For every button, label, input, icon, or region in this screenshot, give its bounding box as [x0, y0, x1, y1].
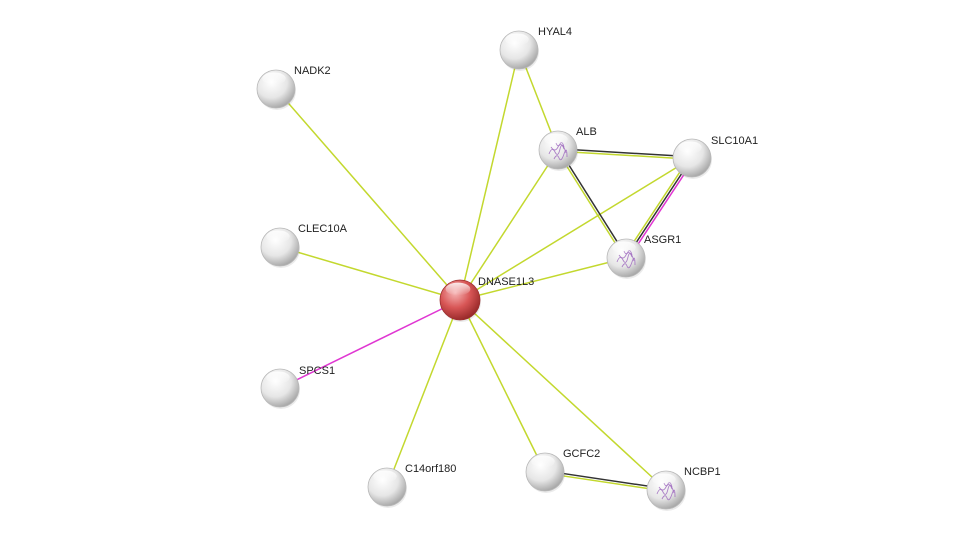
edge-line-textmining [544, 472, 666, 492]
node-label-c14orf180: C14orf180 [405, 463, 456, 475]
edge-line-experimental [627, 158, 695, 260]
edge-dnase1l3-nadk2[interactable] [275, 88, 461, 301]
edge-dnase1l3-gcfc2[interactable] [459, 299, 546, 473]
node-spcs1[interactable]: SPCS1 [260, 365, 335, 409]
node-c14orf180[interactable]: C14orf180 [367, 463, 456, 508]
node-label-nadk2: NADK2 [294, 65, 331, 77]
node-highlight [612, 241, 636, 254]
edge-line-textmining [459, 299, 546, 473]
node-label-asgr1: ASGR1 [644, 234, 681, 246]
node-dnase1l3[interactable]: DNASE1L3 [439, 276, 534, 322]
node-highlight [262, 72, 286, 85]
edge-alb-asgr1[interactable] [556, 148, 628, 260]
node-highlight [652, 473, 676, 486]
edge-dnase1l3-slc10a1[interactable] [459, 157, 693, 301]
edge-dnase1l3-c14orf180[interactable] [386, 299, 461, 488]
edge-line-textmining [459, 49, 520, 301]
edge-dnase1l3-alb[interactable] [459, 149, 559, 301]
node-label-slc10a1: SLC10A1 [711, 135, 758, 147]
edge-line-coexpression [545, 470, 667, 490]
node-slc10a1[interactable]: SLC10A1 [672, 135, 758, 179]
node-ncbp1[interactable]: NCBP1 [646, 466, 721, 511]
edge-line-textmining [557, 150, 692, 160]
edge-line-experimental [279, 299, 461, 389]
node-gcfc2[interactable]: GCFC2 [525, 448, 600, 493]
edge-dnase1l3-spcs1[interactable] [279, 299, 461, 389]
node-label-ncbp1: NCBP1 [684, 466, 721, 478]
node-highlight [445, 282, 471, 296]
node-label-hyal4: HYAL4 [538, 26, 572, 38]
node-label-spcs1: SPCS1 [299, 365, 335, 377]
node-label-gcfc2: GCFC2 [563, 448, 600, 460]
edge-alb-slc10a1[interactable] [557, 148, 693, 160]
edge-line-textmining [459, 299, 667, 491]
node-alb[interactable]: ALB [538, 126, 597, 171]
edge-dnase1l3-asgr1[interactable] [459, 257, 627, 301]
edge-dnase1l3-clec10a[interactable] [279, 246, 461, 301]
node-highlight [505, 33, 529, 46]
edge-line-coexpression [558, 148, 693, 158]
node-asgr1[interactable]: ASGR1 [606, 234, 681, 279]
edge-line-textmining [279, 246, 461, 301]
node-highlight [531, 455, 555, 468]
edge-line-textmining [459, 157, 693, 301]
node-highlight [678, 141, 702, 154]
node-highlight [544, 133, 568, 146]
node-label-dnase1l3: DNASE1L3 [478, 276, 534, 288]
edge-line-coexpression [558, 148, 628, 258]
node-highlight [373, 470, 397, 483]
edge-line-textmining [623, 156, 691, 258]
edge-gcfc2-ncbp1[interactable] [544, 470, 667, 492]
edge-dnase1l3-hyal4[interactable] [459, 49, 520, 301]
edge-line-textmining [459, 257, 627, 301]
node-label-alb: ALB [576, 126, 597, 138]
node-label-clec10a: CLEC10A [298, 223, 348, 235]
node-highlight [266, 230, 290, 243]
node-hyal4[interactable]: HYAL4 [499, 26, 572, 71]
edge-line-textmining [459, 149, 559, 301]
node-nadk2[interactable]: NADK2 [256, 65, 331, 110]
edge-slc10a1-asgr1[interactable] [623, 156, 695, 260]
edge-line-textmining [556, 150, 626, 260]
node-highlight [266, 371, 290, 384]
edge-dnase1l3-ncbp1[interactable] [459, 299, 667, 491]
edge-line-textmining [386, 299, 461, 488]
node-clec10a[interactable]: CLEC10A [260, 223, 348, 268]
edge-line-coexpression [625, 157, 693, 259]
edge-line-textmining [275, 88, 461, 301]
